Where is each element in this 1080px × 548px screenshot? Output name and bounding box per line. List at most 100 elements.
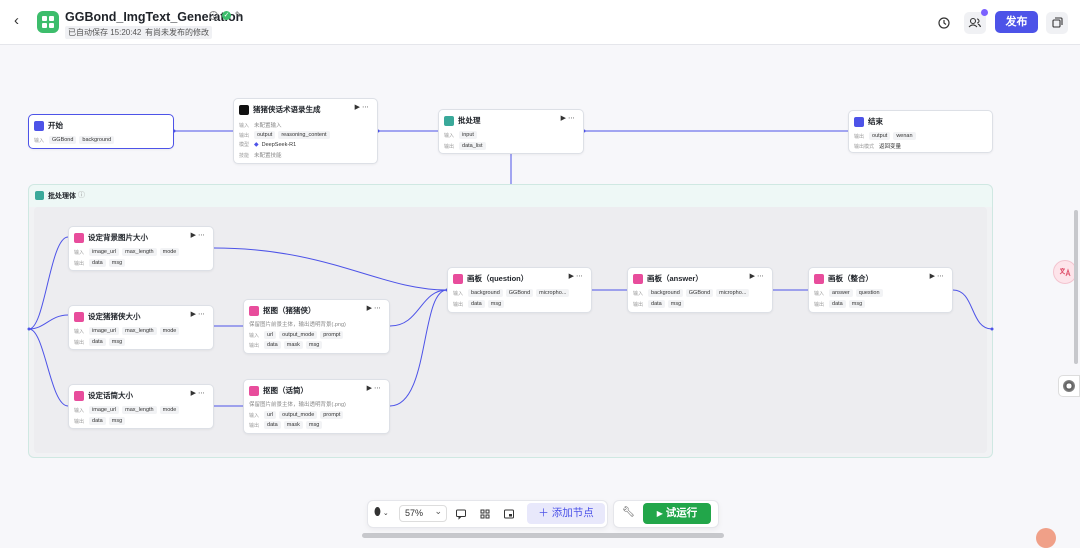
node-actions[interactable]: ▶ ⋯ <box>929 273 944 280</box>
node-title: 结束 <box>868 117 883 126</box>
param-tag: data <box>264 421 281 429</box>
param-tag: output_mode <box>279 411 318 419</box>
param-tag: wenan <box>893 132 916 140</box>
io-label: 输入 <box>239 122 250 129</box>
param-tag: mode <box>159 327 180 335</box>
image-tool-icon <box>74 311 84 322</box>
node-title: 猪猪侠话术语录生成 <box>253 105 321 114</box>
param-tag: output <box>254 131 276 139</box>
back-icon[interactable]: ‹ <box>14 12 19 29</box>
chevron-down-icon: ⌄ <box>380 510 389 517</box>
param-tag: data <box>264 341 281 349</box>
history-button[interactable] <box>933 12 955 34</box>
io-label: 输出 <box>249 342 260 349</box>
node-title: 画板（整合） <box>828 274 873 283</box>
io-label: 输出 <box>814 301 825 308</box>
plus-icon: ＋ <box>538 507 549 519</box>
layout-button[interactable] <box>479 507 491 525</box>
batch-body-info-icon[interactable]: ⓘ <box>78 192 85 199</box>
param-tag: msg <box>305 421 323 429</box>
image-tool-icon <box>74 390 84 401</box>
add-node-label: 添加节点 <box>551 507 594 519</box>
minimap-icon <box>504 509 514 519</box>
test-run-button[interactable]: ▶ 试运行 <box>643 503 711 524</box>
param-tag: GGBond <box>505 289 534 297</box>
info-icon[interactable]: i <box>209 11 218 20</box>
assistant-float-button[interactable] <box>1058 375 1080 397</box>
param-tag: GGBond <box>49 136 77 144</box>
param-tag: msg <box>305 341 323 349</box>
node-title: 画板（question） <box>467 274 529 283</box>
deepseek-icon <box>239 104 249 115</box>
avatar[interactable] <box>1036 528 1056 548</box>
param-tag: background <box>468 289 503 297</box>
mouse-mode-button[interactable]: ⬮ ⌄ <box>374 506 389 519</box>
publish-button[interactable]: 发布 <box>995 11 1038 33</box>
node-actions[interactable]: ▶ ⋯ <box>568 273 583 280</box>
param-tag: data <box>89 417 106 425</box>
zoom-select[interactable]: 57% ⌄ <box>399 505 447 522</box>
empty-hint: 未配置输入 <box>254 123 282 129</box>
minimap-button[interactable] <box>503 507 515 525</box>
param-tag: data <box>648 300 665 308</box>
param-tag: input <box>459 131 477 139</box>
app-title: GGBond_ImgText_Generation <box>65 10 244 24</box>
add-node-button[interactable]: ＋ 添加节点 <box>527 503 605 524</box>
param-tag: image_url <box>89 327 120 335</box>
horizontal-scrollbar[interactable] <box>362 533 724 538</box>
param-tag: prompt <box>320 411 344 419</box>
node-actions[interactable]: ▶ ⋯ <box>190 390 205 397</box>
debug-button[interactable]: 🔧︎ <box>622 507 635 518</box>
play-icon: ▶ <box>656 509 663 518</box>
vertical-scrollbar[interactable] <box>1074 210 1078 364</box>
param-tag: GGBond <box>685 289 714 297</box>
node-actions[interactable]: ▶ ⋯ <box>190 311 205 318</box>
node-actions[interactable]: ▶ ⋯ <box>560 115 575 122</box>
param-tag: max_length <box>122 406 157 414</box>
io-label: 输入 <box>74 328 85 335</box>
param-tag: reasoning_content <box>278 131 330 139</box>
io-label: 输入 <box>633 290 644 297</box>
io-label: 输入 <box>444 132 455 139</box>
param-tag: background <box>648 289 683 297</box>
header-bar: ‹ GGBond_ImgText_Generation i ✓ ✎ 已自动保存 … <box>0 0 1080 45</box>
param-tag: data_list <box>459 142 486 150</box>
chevron-down-icon: ⌄ <box>434 506 442 516</box>
node-actions[interactable]: ▶ ⋯ <box>366 305 381 312</box>
users-icon <box>968 17 982 28</box>
test-run-label: 试运行 <box>665 507 698 519</box>
comment-icon <box>456 509 466 520</box>
node-actions[interactable]: ▶ ⋯ <box>354 104 369 111</box>
edit-icon[interactable]: ✎ <box>234 10 243 20</box>
collaborators-button[interactable] <box>964 9 988 34</box>
comment-button[interactable] <box>455 507 467 525</box>
batch-icon <box>444 115 454 126</box>
history-icon <box>938 17 950 29</box>
verified-icon: ✓ <box>222 11 231 20</box>
io-label: 输出 <box>444 143 455 150</box>
node-actions[interactable]: ▶ ⋯ <box>749 273 764 280</box>
node-title: 开始 <box>48 121 63 130</box>
node-title: 抠图（话筒） <box>263 386 308 395</box>
assistant-icon <box>1063 380 1075 392</box>
end-icon <box>854 116 864 127</box>
param-tag: msg <box>108 417 126 425</box>
param-tag: msg <box>487 300 505 308</box>
node-actions[interactable]: ▶ ⋯ <box>366 385 381 392</box>
node-actions[interactable]: ▶ ⋯ <box>190 232 205 239</box>
io-label: 输出 <box>854 133 865 140</box>
copy-button[interactable] <box>1046 12 1068 34</box>
io-label: 输入 <box>453 290 464 297</box>
